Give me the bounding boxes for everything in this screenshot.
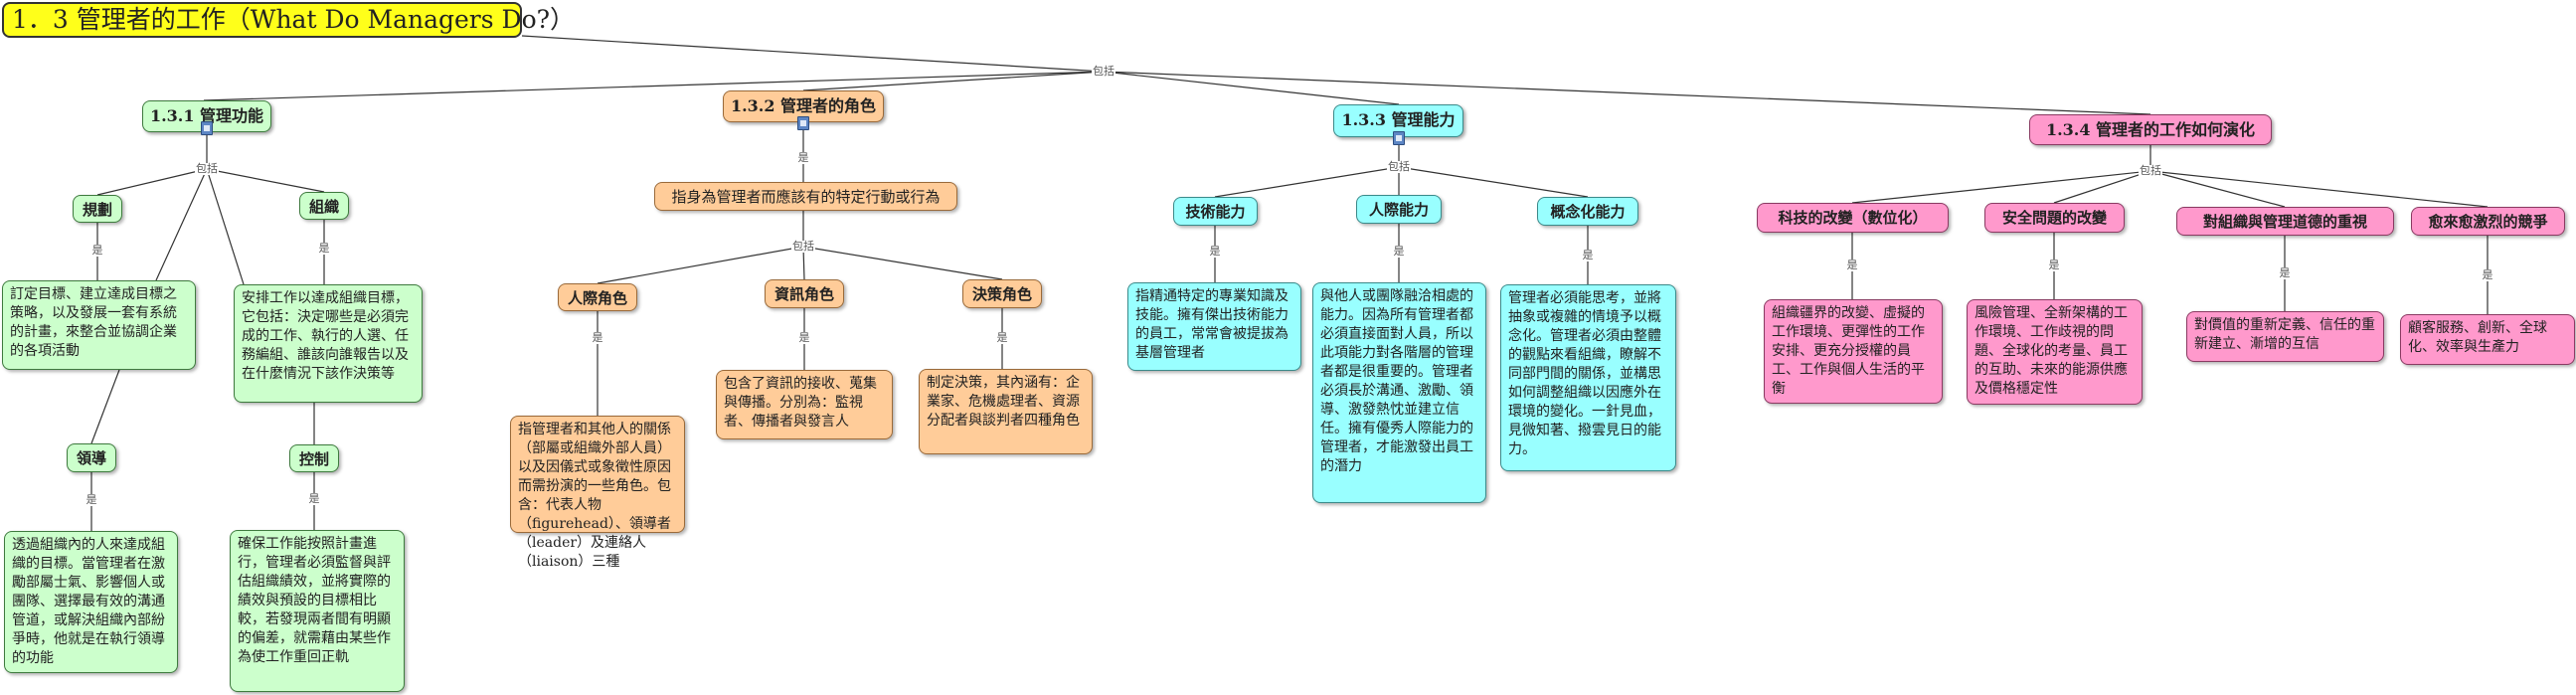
node-interpersonal-role[interactable]: 人際角色 bbox=[558, 283, 637, 311]
connector-label-roles: 是 bbox=[796, 151, 810, 164]
node-competition[interactable]: 愈來愈激烈的競爭 bbox=[2411, 207, 2565, 236]
connector-label-technical: 是 bbox=[1208, 245, 1222, 258]
note-icon[interactable] bbox=[797, 116, 809, 130]
section-header-evolution[interactable]: 1.3.4 管理者的工作如何演化 bbox=[2029, 114, 2272, 145]
connector-label-interpersonal: 是 bbox=[591, 331, 604, 344]
connector-label-security: 是 bbox=[2047, 259, 2061, 271]
node-conceptual-skill[interactable]: 概念化能力 bbox=[1537, 197, 1638, 226]
node-decisional-role[interactable]: 決策角色 bbox=[962, 279, 1042, 308]
node-controlling[interactable]: 控制 bbox=[289, 444, 339, 472]
connector-label-tech: 是 bbox=[1845, 259, 1859, 271]
desc-conceptual-skill: 管理者必須能思考，並將抽象或複雜的情境予以概念化。管理者必須由整體的觀點來看組織… bbox=[1500, 284, 1676, 471]
node-ethics-emphasis[interactable]: 對組織與管理道德的重視 bbox=[2176, 207, 2394, 236]
desc-human-skill: 與他人或團隊融洽相處的能力。因為所有管理者都必須直接面對人員，所以此項能力對各階… bbox=[1312, 282, 1486, 503]
desc-controlling: 確保工作能按照計畫進行，管理者必須監督與評估組織績效，並將實際的績效與預設的目標… bbox=[230, 530, 405, 692]
desc-competition: 顧客服務、創新、全球化、效率與生產力 bbox=[2400, 314, 2575, 365]
connector-label-human: 是 bbox=[1392, 245, 1406, 258]
roles-definition[interactable]: 指身為管理者而應該有的特定行動或行為 bbox=[654, 182, 957, 211]
node-informational-role[interactable]: 資訊角色 bbox=[765, 279, 844, 308]
desc-technical-skill: 指精通特定的專業知識及技能。擁有傑出技術能力的員工，常常會被提拔為基層管理者 bbox=[1127, 282, 1301, 371]
connector-label-functions: 包括 bbox=[195, 162, 219, 175]
connector-label-root: 包括 bbox=[1092, 65, 1116, 78]
note-icon[interactable] bbox=[1393, 131, 1405, 145]
connector-label-informational: 是 bbox=[797, 331, 811, 344]
desc-tech-change: 組織疆界的改變、虛擬的工作環境、更彈性的工作安排、更充分授權的員工、工作與個人生… bbox=[1764, 299, 1943, 404]
connector-label-competition: 是 bbox=[2481, 268, 2494, 281]
desc-planning: 訂定目標、建立達成目標之策略，以及發展一套有系統的計畫，來整合並協調企業的各項活… bbox=[2, 280, 196, 370]
node-planning[interactable]: 規劃 bbox=[73, 195, 122, 223]
note-icon[interactable] bbox=[201, 121, 213, 135]
connector-label-leading: 是 bbox=[85, 493, 98, 506]
node-human-skill[interactable]: 人際能力 bbox=[1356, 195, 1442, 224]
desc-ethics-emphasis: 對價值的重新定義、信任的重新建立、漸增的互信 bbox=[2186, 311, 2384, 362]
connector-label-roles-types: 包括 bbox=[791, 240, 815, 253]
desc-informational-role: 包含了資訊的接收、蒐集與傳播。分別為：監視者、傳播者與發言人 bbox=[716, 370, 893, 439]
section-header-functions[interactable]: 1.3.1 管理功能 bbox=[142, 100, 271, 132]
connector-label-organizing: 是 bbox=[317, 242, 331, 255]
desc-decisional-role: 制定決策，其內涵有：企業家、危機處理者、資源分配者與談判者四種角色 bbox=[919, 369, 1093, 454]
desc-security-change: 風險管理、全新架構的工作環境、工作歧視的問題、全球化的考量、員工的互助、未來的能… bbox=[1967, 299, 2143, 405]
connector-label-planning: 是 bbox=[90, 244, 104, 257]
connector-label-evolution: 包括 bbox=[2139, 164, 2162, 177]
root-title[interactable]: 1．3 管理者的工作（What Do Managers Do?） bbox=[2, 2, 575, 38]
connector-label-conceptual: 是 bbox=[1581, 249, 1595, 261]
node-technical-skill[interactable]: 技術能力 bbox=[1173, 197, 1258, 226]
connector-label-controlling: 是 bbox=[307, 492, 321, 505]
desc-organizing: 安排工作以達成組織目標，它包括：決定哪些是必須完成的工作、執行的人選、任務編組、… bbox=[234, 284, 423, 403]
connector-label-skills: 包括 bbox=[1387, 160, 1411, 173]
connector-label-ethics: 是 bbox=[2278, 266, 2292, 279]
connector-label-decisional: 是 bbox=[995, 331, 1009, 344]
node-leading[interactable]: 領導 bbox=[67, 443, 116, 472]
desc-interpersonal-role: 指管理者和其他人的關係（部屬或組織外部人員）以及因儀式或象徵性原因而需扮演的一些… bbox=[510, 416, 685, 570]
desc-leading: 透過組織內的人來達成組織的目標。當管理者在激勵部屬士氣、影響個人或團隊、選擇最有… bbox=[4, 531, 178, 673]
node-tech-change[interactable]: 科技的改變（數位化） bbox=[1757, 203, 1949, 233]
node-security-change[interactable]: 安全問題的改變 bbox=[1984, 203, 2125, 233]
node-organizing[interactable]: 組織 bbox=[299, 192, 349, 220]
